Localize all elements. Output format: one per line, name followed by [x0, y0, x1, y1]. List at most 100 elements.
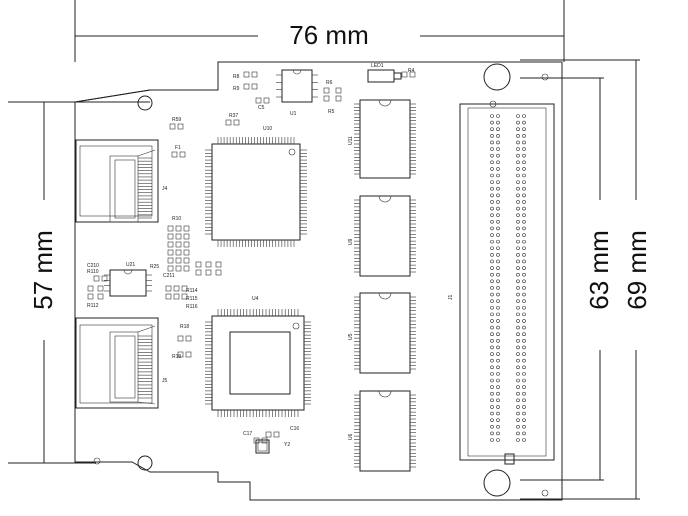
passive-pad — [335, 87, 342, 94]
connector-pin — [490, 332, 494, 337]
connector-pin — [516, 358, 520, 363]
connector-pin — [522, 345, 526, 350]
connector-pin — [522, 431, 526, 436]
connector-pin — [496, 378, 500, 383]
connector-pin — [522, 305, 526, 310]
chip-u11: U11 — [348, 99, 416, 179]
width-label: 76 mm — [289, 20, 368, 50]
connector-pin — [522, 140, 526, 145]
connector-pin — [516, 180, 520, 184]
connector-pin — [496, 213, 500, 217]
connector-pin — [496, 173, 500, 178]
connector-pin — [490, 438, 494, 442]
connector-pin — [522, 213, 526, 217]
connector-pin — [516, 279, 520, 284]
passive-pad — [183, 225, 190, 232]
connector-pin — [522, 127, 526, 132]
connector-pin — [496, 312, 500, 317]
connector-pin — [522, 272, 526, 277]
chip-u5: U5 — [348, 292, 416, 374]
label-c16: C16 — [290, 426, 299, 432]
connector-pin — [522, 332, 526, 337]
fiducial — [541, 73, 549, 81]
connector-pin — [496, 398, 500, 403]
led-led1: LED1 — [367, 63, 402, 83]
label-u6: U6 — [348, 433, 354, 440]
connector-j4: J4 — [75, 139, 168, 223]
connector-pin — [496, 292, 500, 297]
chip-u6: U6 — [348, 390, 416, 472]
connector-pin — [496, 114, 500, 118]
connector-pin — [496, 180, 500, 184]
connector-pin — [522, 438, 526, 442]
connector-pin — [490, 279, 494, 284]
chip-notch — [123, 269, 133, 275]
connector-pin — [516, 140, 520, 145]
passive-pad — [401, 71, 408, 78]
connector-pin — [496, 140, 500, 145]
connector-pin — [522, 120, 526, 125]
passive-pad — [183, 257, 190, 264]
connector-pin — [516, 339, 520, 343]
connector-pin — [490, 411, 494, 416]
connector-pin — [516, 272, 520, 277]
connector-pin — [516, 405, 520, 409]
connector-pin — [490, 299, 494, 303]
chip-u10: U10 — [205, 126, 307, 247]
chip-notch — [378, 390, 392, 398]
connector-pin — [516, 160, 520, 165]
connector-pin — [522, 173, 526, 178]
connector-pin — [490, 431, 494, 436]
chip-u9: U9 — [348, 195, 416, 277]
connector-pin — [522, 167, 526, 171]
connector-pin — [516, 173, 520, 178]
connector-pin — [516, 134, 520, 138]
connector-pin — [516, 352, 520, 356]
passive-pad — [173, 285, 180, 292]
connector-pin — [516, 398, 520, 403]
connector-pin — [516, 233, 520, 237]
connector-pin — [522, 405, 526, 409]
label-r19: R19 — [172, 354, 181, 360]
connector-pin — [516, 266, 520, 270]
connector-pin — [516, 186, 520, 191]
fiducial — [541, 489, 549, 497]
passive-pad — [263, 97, 270, 104]
connector-pin — [516, 114, 520, 118]
passive-pad — [205, 269, 212, 276]
connector-pin — [522, 259, 526, 264]
passive-pad — [181, 293, 188, 300]
connector-pin — [516, 391, 520, 396]
connector-pin — [522, 358, 526, 363]
label-y2: Y2 — [284, 442, 290, 448]
connector-pin — [522, 424, 526, 429]
label-u11: U11 — [348, 136, 354, 145]
passive-pad — [171, 151, 178, 158]
connector-pin — [490, 292, 494, 297]
connector-pin — [522, 312, 526, 317]
label-r18: R18 — [180, 324, 189, 330]
connector-pin — [490, 114, 494, 118]
connector-pin — [522, 378, 526, 383]
label-c17: C17 — [243, 431, 252, 437]
passive-pad — [169, 123, 176, 130]
passive-pad — [175, 249, 182, 256]
connector-pin — [490, 305, 494, 310]
connector-pin — [522, 391, 526, 396]
connector-pin — [490, 372, 494, 376]
passive-pad — [167, 249, 174, 256]
connector-pin — [496, 305, 500, 310]
passive-pad — [177, 351, 184, 358]
passive-pad — [183, 241, 190, 248]
connector-pin — [496, 438, 500, 442]
chip-notch — [378, 99, 392, 107]
connector-pin — [490, 339, 494, 343]
passive-pad — [233, 119, 240, 126]
connector-pin — [516, 120, 520, 125]
connector-pin — [490, 352, 494, 356]
connector-pin — [490, 127, 494, 132]
height-right-outer-label: 69 mm — [622, 230, 652, 309]
passive-pad — [251, 71, 258, 78]
connector-pin — [490, 378, 494, 383]
